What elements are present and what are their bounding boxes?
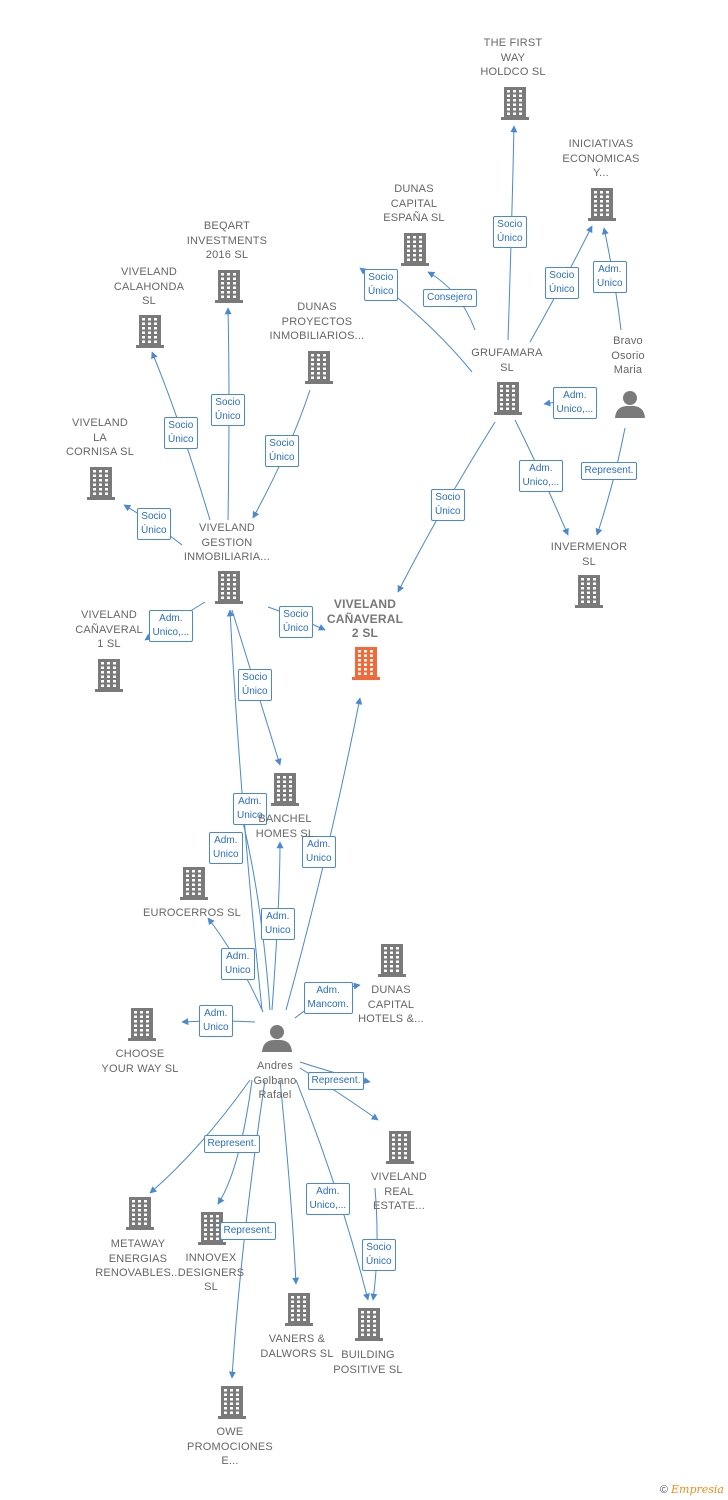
edge-label[interactable]: Socio Único	[211, 394, 245, 426]
building-icon[interactable]	[126, 1197, 154, 1230]
edge-label[interactable]: Socio Único	[362, 1239, 396, 1271]
company-name[interactable]: VANERS & DALWORS SL	[260, 1333, 334, 1360]
company-name[interactable]: CHOOSE YOUR WAY SL	[101, 1048, 179, 1075]
edge-label[interactable]: Adm. Unico,...	[518, 460, 564, 492]
building-icon[interactable]	[575, 575, 603, 608]
edge-line	[240, 817, 271, 1011]
edge-label[interactable]: Represent.	[219, 1222, 277, 1240]
focus-building-icon[interactable]	[352, 647, 380, 680]
building-icon[interactable]	[285, 1293, 313, 1326]
company-name[interactable]: THE FIRST WAY HOLDCO SL	[480, 37, 546, 78]
edge-label[interactable]: Adm. Unico,...	[552, 387, 598, 419]
edge-label[interactable]: Adm. Mancom.	[303, 982, 353, 1014]
edge-label[interactable]: Adm. Unico,...	[305, 1183, 351, 1215]
edge-label[interactable]: Socio Único	[364, 269, 398, 301]
building-icon[interactable]	[136, 315, 164, 348]
building-icon[interactable]	[305, 351, 333, 384]
edge-label[interactable]: Represent.	[203, 1135, 261, 1153]
person-icon[interactable]	[262, 1025, 292, 1052]
building-icon[interactable]	[501, 87, 529, 120]
company-name[interactable]: BEQART INVESTMENTS 2016 SL	[186, 220, 268, 261]
company-name[interactable]: DUNAS PROYECTOS INMOBILIARIOS...	[269, 301, 365, 342]
edge-label[interactable]: Adm. Unico,...	[148, 610, 194, 642]
building-icon[interactable]	[95, 659, 123, 692]
edge-label[interactable]: Adm. Unico	[261, 908, 295, 940]
company-name[interactable]: VIVELAND CALAHONDA SL	[113, 266, 185, 307]
edge-label[interactable]: Socio Único	[493, 216, 527, 248]
edge-line	[149, 1079, 251, 1194]
company-name[interactable]: OWE PROMOCIONES E...	[187, 1426, 273, 1467]
company-name[interactable]: VIVELAND CAÑAVERAL 1 SL	[75, 609, 143, 650]
company-name[interactable]: INICIATIVAS ECONOMICAS Y...	[562, 138, 640, 179]
edge-label[interactable]: Adm. Unico	[593, 261, 627, 293]
company-name[interactable]: DUNAS CAPITAL ESPAÑA SL	[383, 183, 445, 224]
brand-name: mpresia	[679, 1483, 724, 1496]
footer: © Empresia	[660, 1483, 724, 1496]
building-icon[interactable]	[386, 1131, 414, 1164]
person-name[interactable]: Andres Golbano Rafael	[253, 1060, 297, 1101]
company-name[interactable]: VIVELAND REAL ESTATE...	[370, 1171, 427, 1212]
company-name[interactable]: METAWAY ENERGIAS RENOVABLES...	[95, 1238, 181, 1279]
edge-label[interactable]: Socio Único	[279, 606, 313, 638]
company-name[interactable]: BUILDING POSITIVE SL	[333, 1349, 403, 1376]
copyright-symbol: ©	[659, 1484, 668, 1496]
company-name[interactable]: INVERMENOR SL	[550, 541, 628, 568]
edge-label[interactable]: Consejero	[423, 289, 477, 307]
icons-layer	[87, 87, 645, 1419]
company-name[interactable]: BANCHEL HOMES SL	[255, 813, 315, 840]
edge-label[interactable]: Socio Único	[137, 508, 171, 540]
edge-line	[595, 427, 626, 536]
company-name[interactable]: EUROCERROS SL	[143, 907, 241, 919]
building-icon[interactable]	[198, 1212, 226, 1245]
edge-label[interactable]: Adm. Unico	[199, 1005, 233, 1037]
building-icon[interactable]	[271, 773, 299, 806]
brand-initial: E	[671, 1483, 680, 1496]
building-icon[interactable]	[378, 944, 406, 977]
edge-label[interactable]: Adm. Unico	[209, 832, 243, 864]
person-name[interactable]: Bravo Osorio Maria	[611, 335, 645, 376]
building-icon[interactable]	[215, 270, 243, 303]
edge-label[interactable]: Socio Único	[545, 267, 579, 299]
edge-label[interactable]: Adm. Unico	[221, 948, 255, 980]
building-icon[interactable]	[128, 1008, 156, 1041]
edge-label[interactable]: Socio Único	[431, 489, 465, 521]
company-name[interactable]: VIVELAND GESTION INMOBILIARIA...	[183, 522, 271, 563]
edge-label[interactable]: Socio Único	[164, 417, 198, 449]
edge-label[interactable]: Represent.	[580, 462, 638, 480]
edge-line	[217, 1079, 253, 1205]
company-name[interactable]: VIVELAND CAÑAVERAL 2 SL	[326, 597, 404, 640]
building-icon[interactable]	[355, 1308, 383, 1341]
building-icon[interactable]	[494, 382, 522, 415]
edge-label[interactable]: Socio Único	[238, 669, 272, 701]
edge-label[interactable]: Socio Único	[265, 435, 299, 467]
edge-label[interactable]: Adm. Unico	[302, 836, 336, 868]
building-icon[interactable]	[588, 188, 616, 221]
company-name[interactable]: INNOVEX DESIGNERS SL	[177, 1252, 245, 1293]
building-icon[interactable]	[180, 867, 208, 900]
edge-label[interactable]: Adm. Unico	[233, 793, 267, 825]
edge-label[interactable]: Represent.	[307, 1072, 365, 1090]
company-name[interactable]: GRUFAMARA SL	[471, 347, 543, 374]
building-icon[interactable]	[401, 233, 429, 266]
company-name[interactable]: VIVELAND LA CORNISA SL	[65, 417, 135, 458]
company-name[interactable]: DUNAS CAPITAL HOTELS &...	[358, 984, 424, 1025]
person-icon[interactable]	[615, 391, 645, 418]
building-icon[interactable]	[87, 467, 115, 500]
edge-line	[279, 1079, 300, 1285]
building-icon[interactable]	[218, 1386, 246, 1419]
building-icon[interactable]	[215, 571, 243, 604]
